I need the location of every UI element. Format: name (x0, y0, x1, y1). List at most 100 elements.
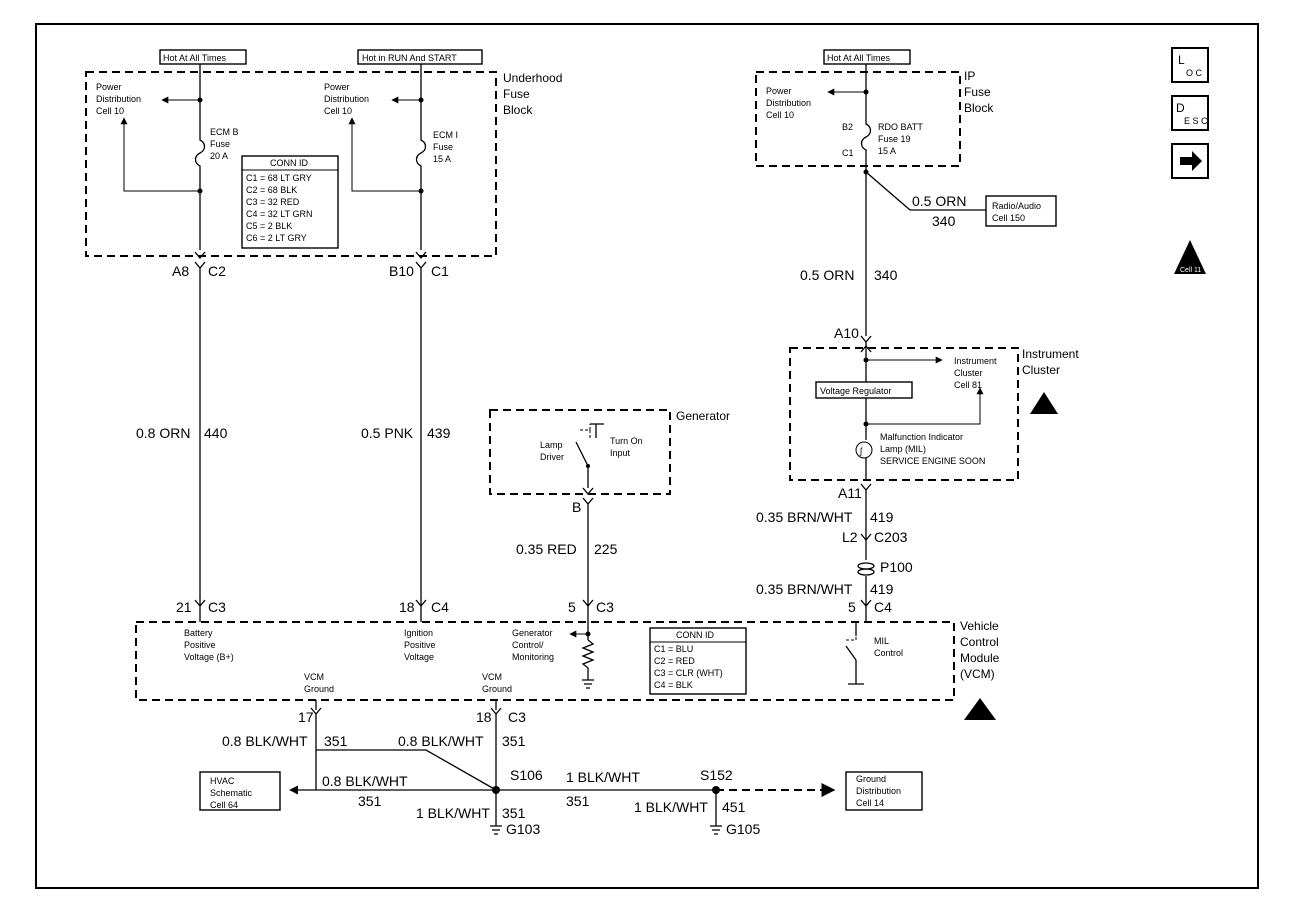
svg-text:C4: C4 (431, 599, 449, 615)
voltage-regulator: Voltage Regulator (820, 386, 892, 396)
conn-id-entry: C2 = RED (654, 656, 695, 666)
svg-text:0.5 ORN: 0.5 ORN (800, 267, 854, 283)
svg-text:O C: O C (1186, 68, 1203, 78)
svg-text:Generator: Generator (512, 628, 553, 638)
wire-225: 0.35 RED 225 5 C3 (516, 504, 618, 622)
svg-text:351: 351 (324, 733, 348, 749)
wire-340: 0.5 ORN 340 A10 (800, 172, 898, 344)
svg-text:Cell 64: Cell 64 (210, 800, 238, 810)
svg-text:Fuse: Fuse (964, 85, 991, 99)
svg-text:Instrument: Instrument (954, 356, 997, 366)
svg-text:0.35 BRN/WHT: 0.35 BRN/WHT (756, 581, 853, 597)
svg-text:Vehicle: Vehicle (960, 619, 999, 633)
svg-text:L2: L2 (842, 529, 858, 545)
svg-text:RDO BATT: RDO BATT (878, 122, 923, 132)
svg-text:0.5 PNK: 0.5 PNK (361, 425, 414, 441)
svg-text:Cell 10: Cell 10 (766, 110, 794, 120)
svg-text:451: 451 (722, 799, 746, 815)
svg-text:18: 18 (399, 599, 415, 615)
ip-hot-label: Hot At All Times (827, 53, 891, 63)
svg-text:Cell 11: Cell 11 (1180, 267, 1201, 274)
svg-text:Lamp: Lamp (540, 440, 563, 450)
svg-text:CONN ID: CONN ID (676, 630, 715, 640)
conn-id-entry: C2 = 68 BLK (246, 185, 297, 195)
next-arrow-icon (1180, 151, 1202, 171)
svg-text:0.8 BLK/WHT: 0.8 BLK/WHT (398, 733, 484, 749)
svg-text:Distribution: Distribution (96, 94, 141, 104)
conn-id-entry: C5 = 2 BLK (246, 221, 292, 231)
esd-warning-icon (964, 392, 1058, 720)
svg-text:Distribution: Distribution (856, 786, 901, 796)
svg-text:Cell 10: Cell 10 (324, 106, 352, 116)
svg-text:0.35 BRN/WHT: 0.35 BRN/WHT (756, 509, 853, 525)
svg-text:Block: Block (964, 101, 994, 115)
svg-text:C3: C3 (508, 709, 526, 725)
svg-text:439: 439 (427, 425, 451, 441)
vcm-module: Vehicle Control Module (VCM) Battery Pos… (135, 619, 1000, 701)
svg-text:C1: C1 (431, 263, 449, 279)
next-arrow-button[interactable] (1171, 143, 1209, 179)
svg-text:S106: S106 (510, 767, 543, 783)
underhood-title: Underhood (503, 71, 562, 85)
svg-text:A11: A11 (838, 485, 862, 501)
svg-text:419: 419 (870, 581, 894, 597)
cell-tag-icon: Cell 11 (1174, 240, 1206, 274)
svg-text:15 A: 15 A (878, 146, 896, 156)
radio-audio-ref: Radio/Audio (992, 201, 1041, 211)
svg-text:18: 18 (476, 709, 492, 725)
svg-text:Lamp (MIL): Lamp (MIL) (880, 444, 926, 454)
svg-text:340: 340 (874, 267, 898, 283)
svg-text:C1: C1 (842, 148, 854, 158)
instrument-cluster: Instrument Cluster Instrument Cluster Ce… (789, 342, 1079, 481)
hot-at-all-times-label: Hot At All Times (163, 53, 227, 63)
svg-text:351: 351 (502, 733, 526, 749)
svg-text:B10: B10 (389, 263, 414, 279)
svg-text:Fuse 19: Fuse 19 (878, 134, 911, 144)
svg-text:SERVICE ENGINE SOON: SERVICE ENGINE SOON (880, 456, 985, 466)
wire-440: 0.8 ORN 440 21 C3 (136, 268, 228, 622)
svg-text:1 BLK/WHT: 1 BLK/WHT (634, 799, 708, 815)
svg-text:Instrument: Instrument (1022, 347, 1079, 361)
svg-text:351: 351 (566, 793, 590, 809)
svg-text:C2: C2 (208, 263, 226, 279)
svg-text:Cluster: Cluster (954, 368, 983, 378)
wire-439: 0.5 PNK 439 18 C4 (361, 268, 451, 622)
location-button[interactable]: L O C (1171, 47, 1209, 83)
svg-text:Cell 10: Cell 10 (96, 106, 124, 116)
svg-text:15 A: 15 A (433, 154, 451, 164)
page-frame (35, 23, 1259, 889)
svg-text:21: 21 (176, 599, 192, 615)
svg-text:351: 351 (358, 793, 382, 809)
svg-text:IP: IP (964, 69, 975, 83)
svg-text:G103: G103 (506, 821, 540, 837)
svg-text:419: 419 (870, 509, 894, 525)
svg-text:Fuse: Fuse (210, 139, 230, 149)
svg-text:Control: Control (874, 648, 903, 658)
svg-text:Fuse: Fuse (433, 142, 453, 152)
lamp-icon: ʃ (859, 446, 863, 456)
svg-text:C3: C3 (208, 599, 226, 615)
svg-text:Malfunction Indicator: Malfunction Indicator (880, 432, 963, 442)
svg-text:Positive: Positive (404, 640, 436, 650)
svg-text:17: 17 (298, 709, 314, 725)
svg-text:0.35 RED: 0.35 RED (516, 541, 577, 557)
description-button[interactable]: D E S C (1171, 95, 1209, 131)
svg-text:Control: Control (960, 635, 999, 649)
svg-text:(VCM): (VCM) (960, 667, 995, 681)
svg-text:Voltage (B+): Voltage (B+) (184, 652, 234, 662)
ip-fuse-block: Hot At All Times IP Fuse Block Power Dis… (755, 49, 994, 172)
svg-text:Control/: Control/ (512, 640, 544, 650)
conn-id-title: CONN ID (270, 158, 309, 168)
svg-text:HVAC: HVAC (210, 776, 235, 786)
conn-id-entry: C3 = 32 RED (246, 197, 300, 207)
svg-text:Power: Power (324, 82, 350, 92)
svg-text:G105: G105 (726, 821, 760, 837)
underhood-fuse-block: Hot At All Times Hot in RUN And START Un… (85, 49, 562, 257)
svg-text:S152: S152 (700, 767, 733, 783)
svg-text:Turn On: Turn On (610, 436, 643, 446)
svg-text:Driver: Driver (540, 452, 564, 462)
svg-text:Ignition: Ignition (404, 628, 433, 638)
svg-text:Ground: Ground (856, 774, 886, 784)
conn-id-entry: C3 = CLR (WHT) (654, 668, 723, 678)
